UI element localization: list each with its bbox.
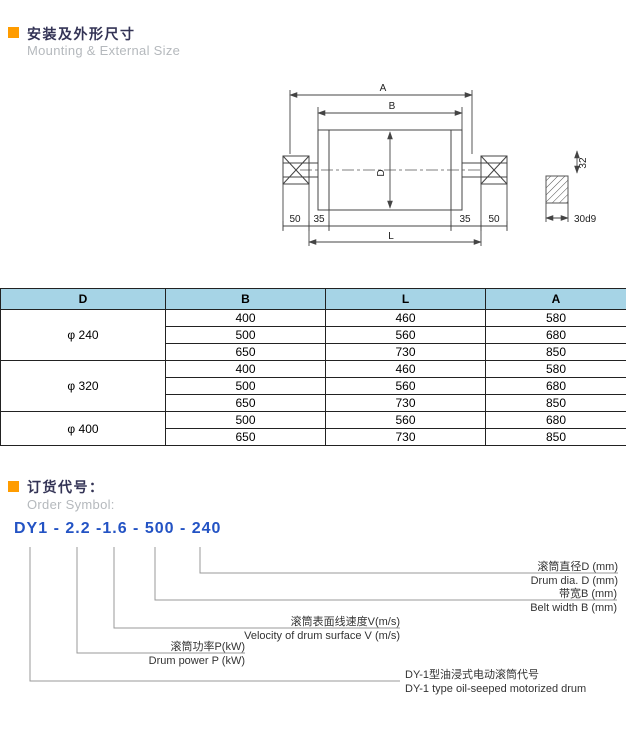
callout-belt-width: 带宽B (mm) Belt width B (mm) — [154, 547, 617, 614]
cell-L: 730 — [325, 394, 486, 412]
cell-L: 460 — [325, 360, 486, 378]
drum-dia-cell: φ 400 — [0, 411, 166, 446]
cell-L: 560 — [325, 377, 486, 395]
col-header-L: L — [325, 288, 486, 310]
bearing-block-left — [282, 155, 318, 185]
table-header-row: D B L A — [0, 288, 626, 310]
cell-A: 850 — [485, 428, 626, 446]
drum-dia-cell: φ 320 — [0, 360, 166, 412]
order-section-title-en: Order Symbol: — [27, 497, 115, 512]
table-row: φ 400 500 560 680 — [0, 411, 626, 446]
cell-L: 560 — [325, 411, 486, 429]
order-code: DY1 - 2.2 -1.6 - 500 - 240 — [14, 520, 222, 537]
table-row: 650 730 850 — [1, 343, 626, 361]
shaft-cross-section — [545, 175, 569, 204]
table-row: 650 730 850 — [1, 428, 626, 446]
section-bullet-icon — [8, 27, 19, 38]
dim-right-35-label: 35 — [459, 214, 471, 225]
dim-B-label: B — [389, 101, 396, 112]
dim-L-label: L — [388, 231, 394, 242]
callout-power-en: Drum power P (kW) — [149, 655, 245, 667]
callout-drum-dia-en: Drum dia. D (mm) — [531, 575, 618, 587]
cell-L: 560 — [325, 326, 486, 344]
dim-A: A — [289, 83, 473, 154]
cell-B: 500 — [165, 411, 326, 429]
cell-A: 580 — [485, 309, 626, 327]
cell-L: 730 — [325, 428, 486, 446]
drum-dimension-drawing: A B D — [282, 83, 597, 246]
mounting-section-title-en: Mounting & External Size — [27, 43, 181, 58]
col-header-D: D — [0, 288, 166, 310]
cell-B: 650 — [165, 343, 326, 361]
dim-right-50-label: 50 — [488, 214, 500, 225]
dim-32-label: 32 — [578, 157, 589, 169]
cell-A: 850 — [485, 394, 626, 412]
order-section-title-zh: 订货代号： — [27, 479, 105, 495]
shaft-end-detail: 32 30d9 — [545, 150, 597, 225]
cell-B: 650 — [165, 394, 326, 412]
cell-A: 850 — [485, 343, 626, 361]
dimensions-table: D B L A φ 240 400 460 580 500 560 680 65… — [0, 288, 626, 446]
dim-B: B — [317, 101, 463, 130]
dim-bottom-segments: 50 35 35 50 — [282, 184, 508, 246]
cell-B: 500 — [165, 377, 326, 395]
cell-L: 460 — [325, 309, 486, 327]
col-header-B: B — [165, 288, 326, 310]
section-bullet-icon — [8, 481, 19, 492]
dim-left-50-label: 50 — [289, 214, 301, 225]
bearing-block-right — [462, 155, 508, 185]
dim-30d9-label: 30d9 — [574, 214, 597, 225]
table-row: 500 560 680 — [1, 377, 626, 395]
cell-B: 500 — [165, 326, 326, 344]
table-row: 500 560 680 — [1, 326, 626, 344]
order-code-callout-diagram: 滚筒直径D (mm) Drum dia. D (mm) 带宽B (mm) Bel… — [29, 547, 618, 695]
callout-power-zh: 滚筒功率P(kW) — [170, 639, 245, 653]
cell-B: 400 — [165, 309, 326, 327]
col-header-A: A — [485, 288, 626, 310]
callout-velocity-zh: 滚筒表面线速度V(m/s) — [291, 614, 400, 628]
cell-A: 680 — [485, 377, 626, 395]
callout-velocity: 滚筒表面线速度V(m/s) Velocity of drum surface V… — [113, 547, 400, 642]
cell-B: 650 — [165, 428, 326, 446]
mounting-section-title-zh: 安装及外形尺寸 — [27, 26, 136, 42]
table-row: φ 240 400 460 580 — [0, 309, 626, 361]
callout-belt-width-en: Belt width B (mm) — [530, 602, 617, 614]
callout-type-code: DY-1型油浸式电动滚筒代号 DY-1 type oil-seeped moto… — [29, 547, 586, 695]
cell-A: 580 — [485, 360, 626, 378]
callout-type-code-zh: DY-1型油浸式电动滚筒代号 — [405, 667, 539, 681]
dim-left-35-label: 35 — [313, 214, 325, 225]
drum-dia-cell: φ 240 — [0, 309, 166, 361]
cell-L: 730 — [325, 343, 486, 361]
callout-drum-dia: 滚筒直径D (mm) Drum dia. D (mm) — [199, 547, 618, 587]
cell-B: 400 — [165, 360, 326, 378]
table-row: φ 320 400 460 580 — [0, 360, 626, 412]
callout-type-code-en: DY-1 type oil-seeped motorized drum — [405, 683, 586, 695]
dim-D: D — [376, 131, 393, 209]
dim-L: L — [308, 231, 482, 245]
callout-velocity-en: Velocity of drum surface V (m/s) — [244, 630, 400, 642]
cell-A: 680 — [485, 411, 626, 429]
cell-A: 680 — [485, 326, 626, 344]
dim-A-label: A — [380, 83, 387, 94]
callout-power: 滚筒功率P(kW) Drum power P (kW) — [76, 547, 245, 667]
table-row: 650 730 850 — [1, 394, 626, 412]
dim-D-label: D — [376, 169, 387, 176]
callout-drum-dia-zh: 滚筒直径D (mm) — [537, 559, 618, 573]
callout-belt-width-zh: 带宽B (mm) — [559, 586, 617, 600]
